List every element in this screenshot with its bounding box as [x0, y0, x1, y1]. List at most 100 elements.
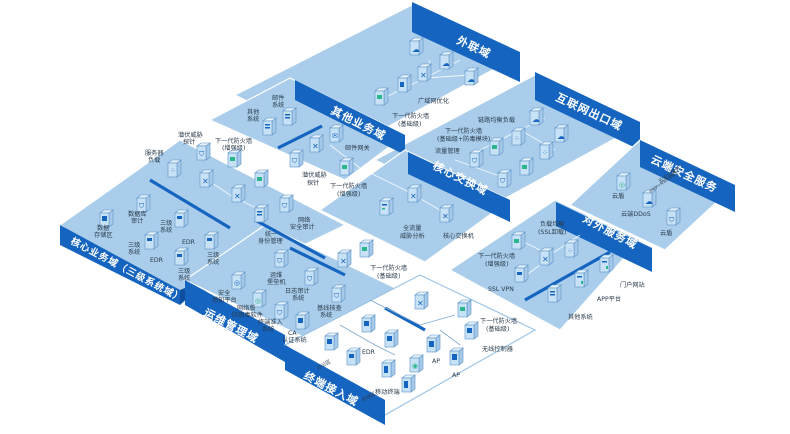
- cb-ngfw: [227, 149, 242, 168]
- zone-other-wall: [295, 80, 405, 155]
- svg-text:☁: ☁: [412, 45, 420, 54]
- term-pc-2: [324, 332, 339, 351]
- cloud-ddos: ☁: [642, 189, 657, 208]
- cb-data-store-label-2: 存储区: [94, 231, 113, 239]
- ext-other-label: 其他系统: [568, 313, 593, 321]
- svg-text:✕: ✕: [340, 257, 347, 266]
- svg-text:⛉: ⛉: [277, 309, 283, 317]
- ext-lb-label: 负载均衡: [540, 220, 565, 228]
- cb-l3-b-label: 三级: [128, 241, 140, 249]
- core-ngfw-sub-label: (基础级): [377, 272, 400, 280]
- other-switch: ✕: [309, 134, 324, 153]
- svg-text:✉: ✉: [332, 132, 338, 140]
- outer-wan-opt-label: 广域网优化: [418, 97, 449, 105]
- ext-app-platform: [574, 269, 589, 288]
- inet-ngfw-1: [489, 137, 504, 156]
- cb-net-audit-label: 网络: [298, 216, 310, 224]
- ext-portal-label: 门户网站: [620, 281, 645, 289]
- term-mobile-1: [381, 359, 396, 378]
- outer-carrier-cloud-3: ☁: [464, 67, 479, 86]
- inet-link-lb-1: ⁘: [511, 127, 526, 146]
- svg-text:⛉: ⛉: [282, 202, 288, 210]
- svg-text:⛉: ⛉: [307, 275, 313, 283]
- other-apt-label-2: 探针: [307, 179, 319, 187]
- ops-baseline-label: 基线核查: [317, 304, 342, 312]
- svg-text:◎: ◎: [234, 279, 240, 287]
- term-ap-1: [426, 334, 441, 353]
- ext-ngfw-sub-label: (增强级): [485, 260, 508, 268]
- other-mail-gw-label: 邮件网关: [345, 144, 370, 152]
- cb-l3-d-label: 三级: [178, 267, 190, 275]
- ext-vpn-label: SSL VPN: [488, 286, 514, 293]
- inet-lb-label: 链路均衡负载: [478, 116, 515, 124]
- ext-switch: ✕: [539, 247, 554, 266]
- svg-text:✕: ✕: [410, 192, 417, 201]
- outer-carrier-cloud-2: ☁: [439, 51, 454, 70]
- cb-server-lb-label-2: 负载: [148, 156, 160, 164]
- outer-wan-optimizer: [397, 74, 412, 93]
- svg-text:⁘: ⁘: [542, 149, 548, 157]
- cb-l3-system-d: [174, 247, 189, 266]
- svg-text:⛉: ⛉: [334, 292, 340, 300]
- other-other-sys-label-2: 系统: [247, 115, 259, 123]
- svg-text:⛉: ⛉: [669, 216, 675, 224]
- term-pc-3: [346, 347, 361, 366]
- ops-baseline: ⛉: [331, 284, 346, 303]
- svg-text:✕: ✕: [417, 299, 424, 308]
- svg-text:⛉: ⛉: [472, 157, 478, 165]
- ext-app-label: APP平台: [597, 295, 621, 303]
- other-ngfw-sub-label: (增强级): [337, 190, 360, 198]
- ops-log-label: 日志审计: [285, 287, 310, 295]
- ops-av-label: 网络版: [237, 304, 256, 312]
- ops-ca-label: CA: [288, 330, 297, 337]
- cb-ngfw-label: 下一代防火墙: [215, 137, 252, 145]
- core-switch-1: ✕: [407, 184, 422, 203]
- cb-switch-2: ✕: [231, 184, 246, 203]
- inet-ngfw-label: 下一代防火墙: [445, 127, 482, 135]
- term-switch: ✕: [414, 291, 429, 310]
- svg-text:☁: ☁: [532, 115, 540, 124]
- cb-data-store: [99, 209, 114, 228]
- other-mail-gateway: ✉: [329, 124, 344, 143]
- ops-log-label-2: 系统: [292, 294, 304, 302]
- cb-switch-1: ✕: [199, 169, 214, 188]
- ops-log-audit: ⛉: [304, 267, 319, 286]
- term-ap-2-label: AP: [452, 372, 460, 379]
- term-edr-label: EDR: [362, 349, 376, 356]
- core-fullflow-analyzer: [379, 197, 394, 216]
- cb-l3-a-label: 三级: [160, 219, 172, 227]
- other-apt-label: 潜伏威胁: [302, 171, 327, 179]
- inet-flow-mgmt-1: ⛉: [469, 149, 484, 168]
- cb-ngfw-sub-label: (增强级): [222, 144, 245, 152]
- svg-text:✕: ✕: [312, 142, 319, 151]
- core-business-bus: [149, 178, 231, 230]
- svg-text:⛉: ⛉: [139, 202, 145, 210]
- ext-lb-sub-label: (SSL卸载): [538, 228, 567, 236]
- outer-ngfw-sub-label: (基础级): [398, 120, 421, 128]
- ops-nac-label-2: 系统: [262, 325, 274, 333]
- zone-external-service-wall: [556, 202, 652, 272]
- other-other-system: [262, 117, 277, 136]
- ops-ca: [295, 311, 310, 330]
- terminal-bus: [384, 306, 426, 332]
- outer-ngfw: [374, 87, 389, 106]
- ops-sip-label: 安全: [218, 289, 231, 297]
- cb-apt-probe: ⛉: [196, 142, 211, 161]
- cb-db-audit: ⛉: [136, 194, 151, 213]
- other-mail-sys-label-2: 系统: [272, 101, 284, 109]
- svg-text:☁: ☁: [442, 59, 450, 68]
- cloud-shield-1-label: 云盾: [612, 193, 624, 200]
- core-ngfw-switch: ✕: [337, 249, 352, 268]
- svg-text:◎: ◎: [255, 297, 261, 305]
- ops-nac-label: 终端准入: [258, 318, 283, 326]
- svg-text:⁘: ⁘: [514, 135, 520, 143]
- inet-link-lb-2: ⁘: [539, 141, 554, 160]
- svg-text:⛉: ⛉: [277, 257, 283, 265]
- other-other-sys-label: 其他: [247, 108, 259, 116]
- ext-ngfw-label: 下一代防火墙: [478, 252, 515, 260]
- ext-vpn: [514, 264, 529, 283]
- cb-l3-system-a: [174, 209, 189, 228]
- svg-text:✕: ✕: [442, 212, 449, 221]
- external-bus: [524, 250, 611, 302]
